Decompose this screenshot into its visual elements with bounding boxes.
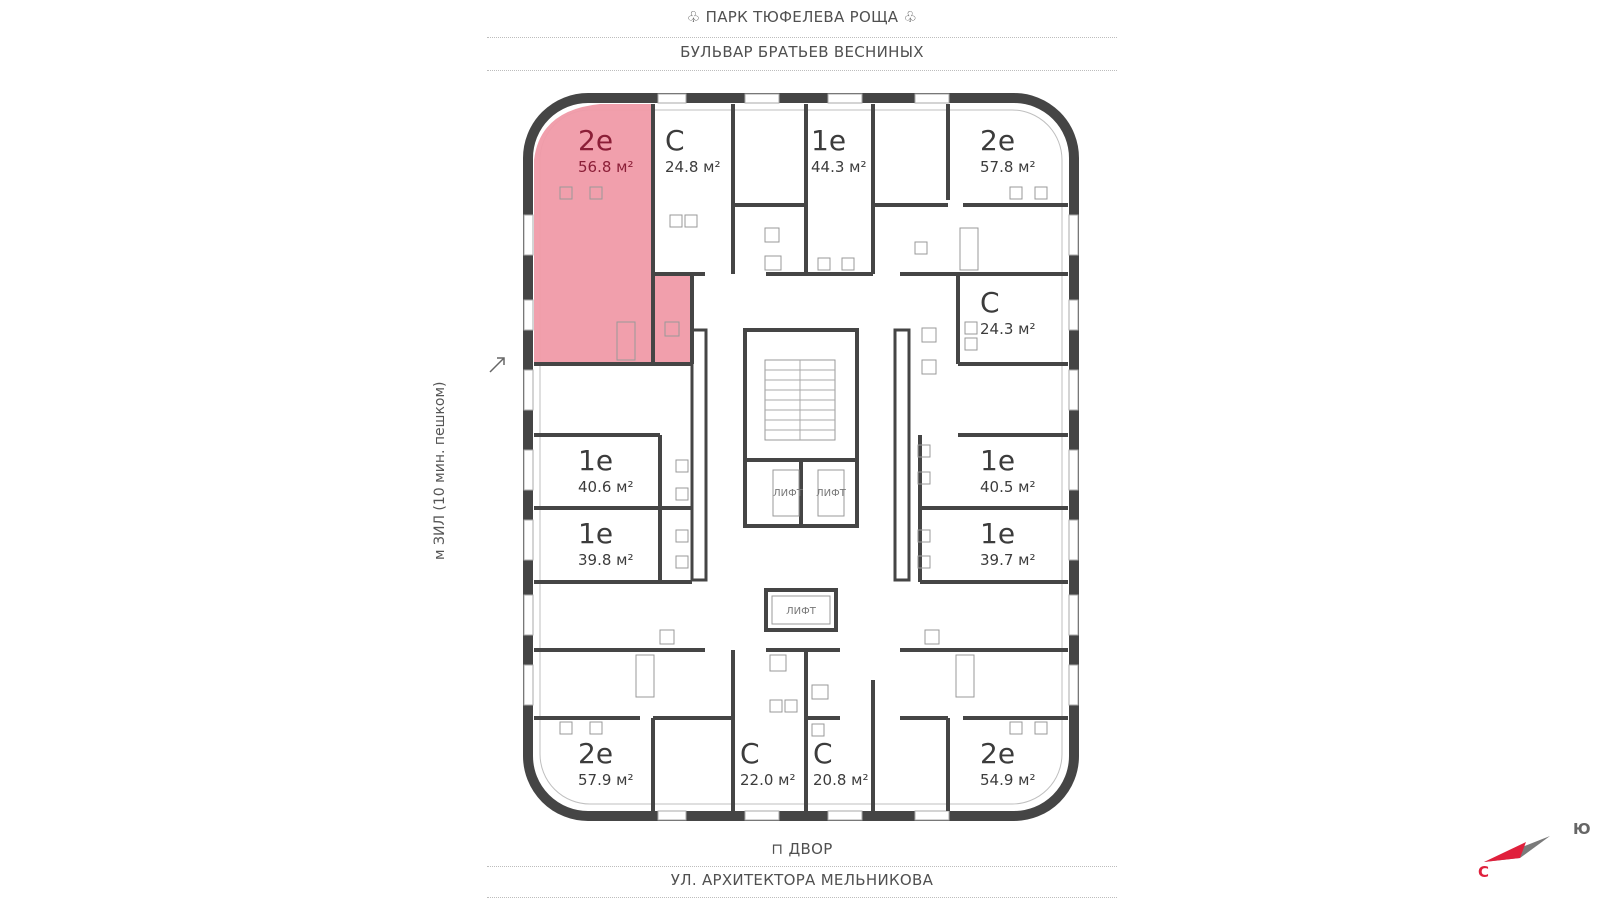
lift-label: ЛИФТ: [816, 488, 847, 499]
boulevard-label: БУЛЬВАР БРАТЬЕВ ВЕСНИНЫХ: [680, 43, 924, 61]
unit-type[interactable]: 1е: [578, 517, 613, 550]
lift-label: ЛИФТ: [773, 488, 804, 499]
unit-type[interactable]: 1е: [811, 124, 846, 157]
yard-label: ⊓ ДВОР: [771, 840, 833, 858]
unit-type[interactable]: 2е: [980, 737, 1015, 770]
unit-type[interactable]: С: [740, 737, 760, 770]
unit-area[interactable]: 40.5 м²: [980, 478, 1036, 496]
unit-area[interactable]: 24.8 м²: [665, 158, 721, 176]
unit-type[interactable]: 1е: [578, 444, 613, 477]
compass-icon: [1484, 836, 1550, 862]
unit-type[interactable]: 1е: [980, 444, 1015, 477]
tree-icon: ♧: [903, 8, 918, 26]
compass-north-label: С: [1478, 863, 1490, 881]
interior-walls: [534, 104, 1068, 811]
unit-type[interactable]: С: [813, 737, 833, 770]
unit-area[interactable]: 44.3 м²: [811, 158, 867, 176]
unit-area[interactable]: 56.8 м²: [578, 158, 634, 176]
yard-icon: ⊓: [771, 840, 784, 858]
unit-area[interactable]: 57.9 м²: [578, 771, 634, 789]
lift-label: ЛИФТ: [786, 606, 817, 617]
unit-labels: 2е 56.8 м² С 24.8 м² 1е 44.3 м² 2е 57.8 …: [578, 124, 1036, 789]
unit-type[interactable]: С: [665, 124, 685, 157]
unit-type[interactable]: С: [980, 286, 1000, 319]
unit-area[interactable]: 22.0 м²: [740, 771, 796, 789]
divider: [487, 37, 1117, 38]
street-label: УЛ. АРХИТЕКТОРА МЕЛЬНИКОВА: [670, 871, 934, 889]
divider: [487, 70, 1117, 71]
unit-area[interactable]: 39.8 м²: [578, 551, 634, 569]
unit-area[interactable]: 40.6 м²: [578, 478, 634, 496]
metro-arrow-icon: [489, 357, 505, 373]
unit-area[interactable]: 54.9 м²: [980, 771, 1036, 789]
unit-type[interactable]: 2е: [578, 124, 613, 157]
compass-south-label: Ю: [1573, 820, 1591, 838]
unit-area[interactable]: 39.7 м²: [980, 551, 1036, 569]
divider: [487, 866, 1117, 867]
unit-area[interactable]: 24.3 м²: [980, 320, 1036, 338]
divider: [487, 897, 1117, 898]
unit-type[interactable]: 1е: [980, 517, 1015, 550]
unit-area[interactable]: 57.8 м²: [980, 158, 1036, 176]
tree-icon: ♧: [686, 8, 701, 26]
unit-type[interactable]: 2е: [578, 737, 613, 770]
unit-area[interactable]: 20.8 м²: [813, 771, 869, 789]
fixtures: [559, 186, 1048, 737]
unit-type[interactable]: 2е: [980, 124, 1015, 157]
park-label: ♧ ПАРК ТЮФЕЛЕВА РОЩА ♧: [686, 8, 918, 26]
windows: [523, 93, 1079, 821]
building-core: [690, 328, 911, 632]
